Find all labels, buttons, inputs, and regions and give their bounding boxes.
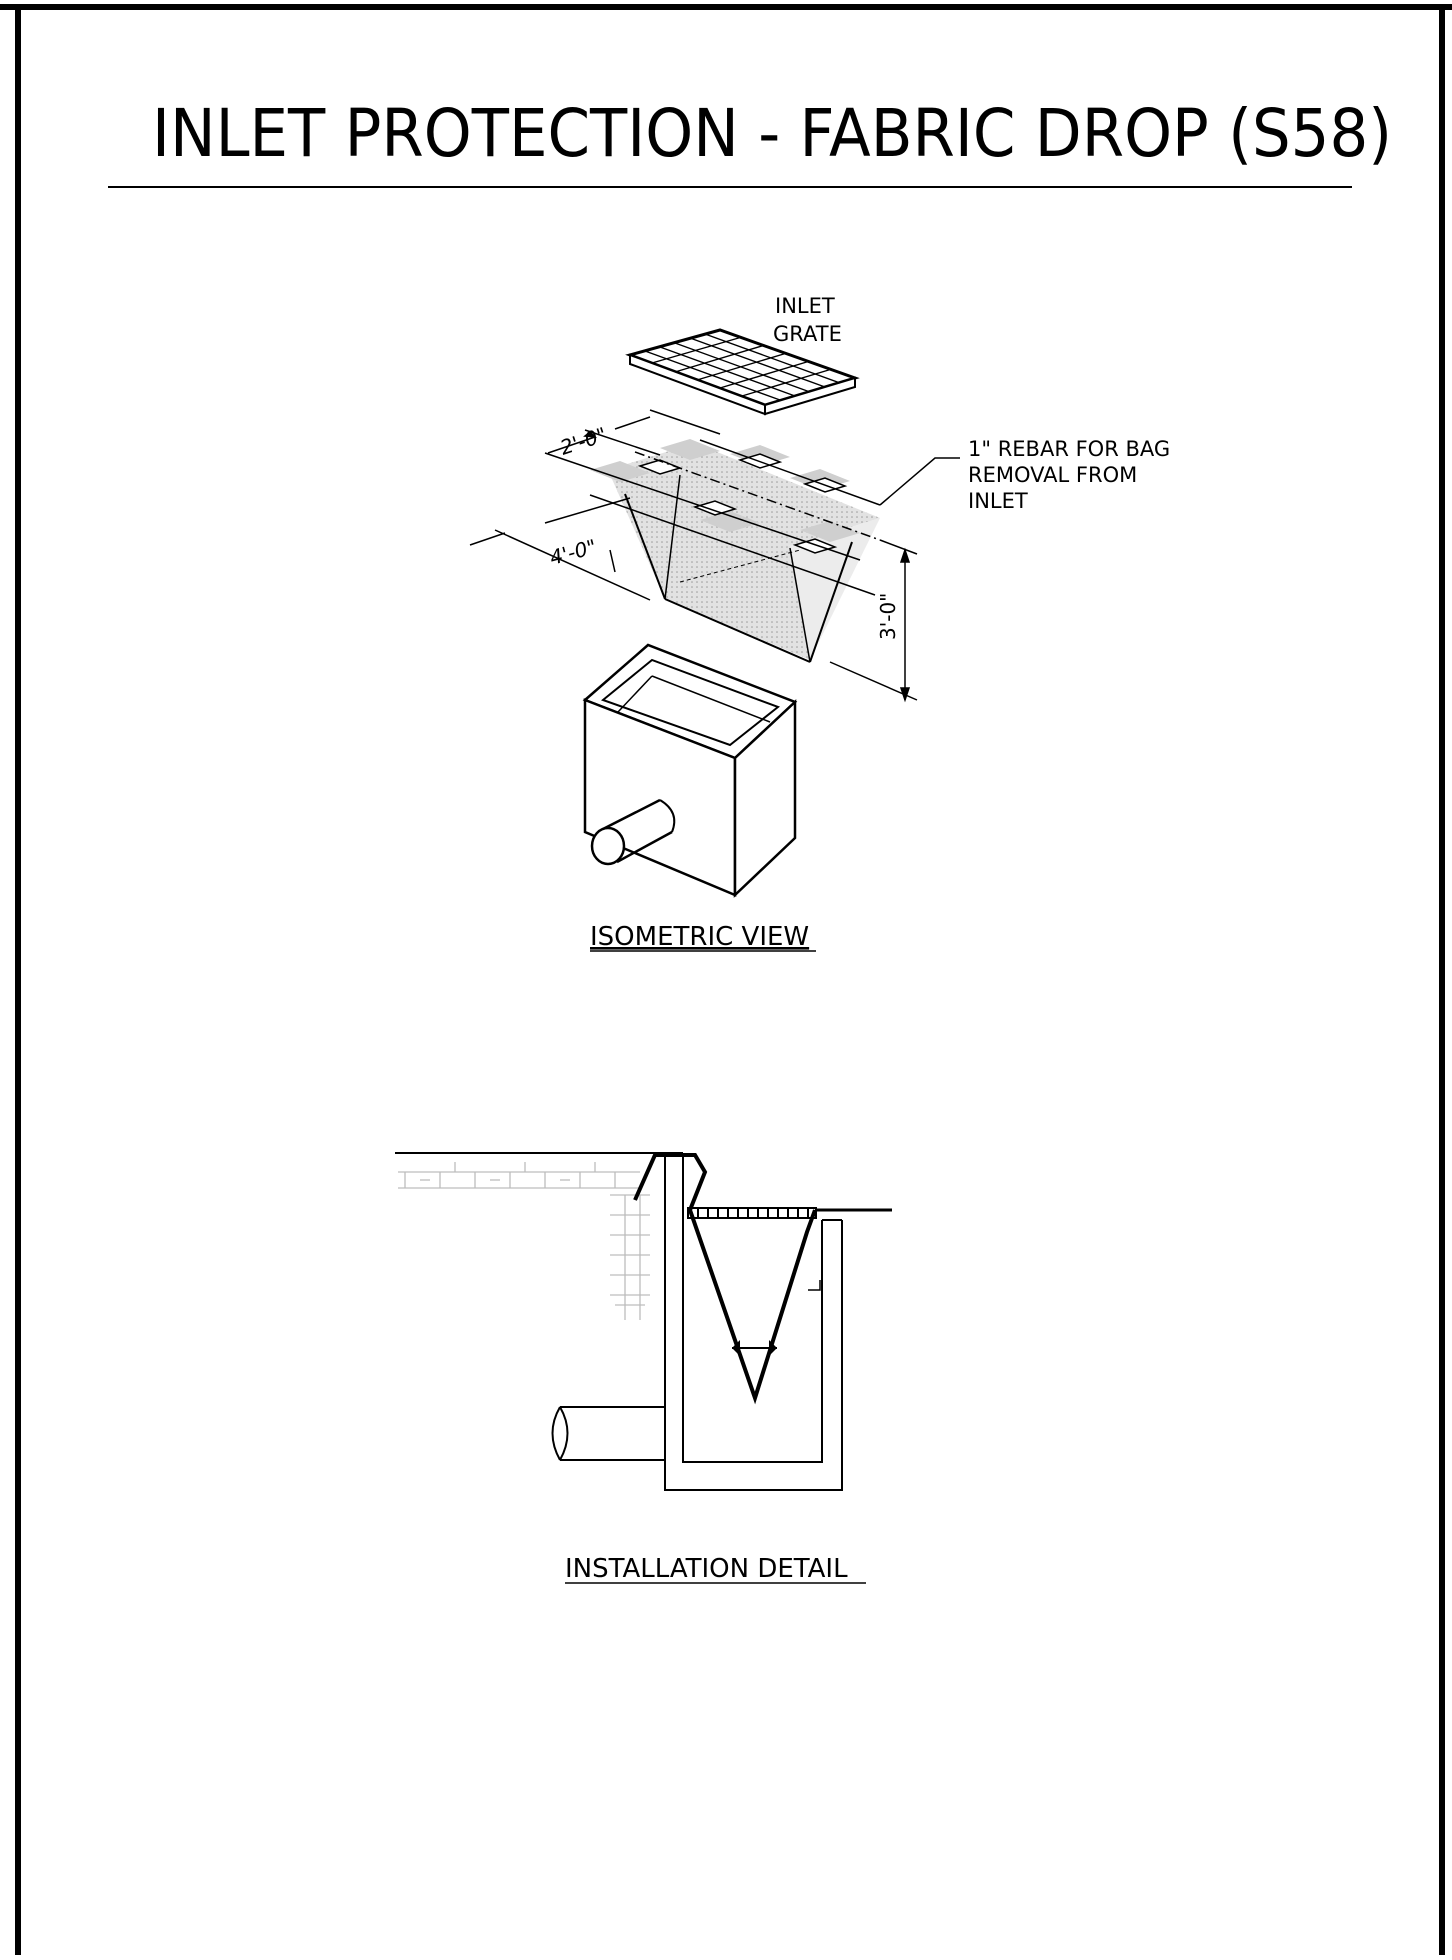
dim-width	[547, 409, 721, 456]
outlet-pipe-icon	[551, 1406, 665, 1461]
rebar-label-line3: INLET	[968, 489, 1028, 513]
grate-label-line2: GRATE	[773, 322, 842, 346]
isometric-labels: INLET GRATE 1" REBAR FOR BAG REMOVAL FRO…	[547, 294, 1170, 952]
drawing-title: INLET PROTECTION - FABRIC DROP (S58)	[152, 95, 1392, 172]
dim-depth-label: 3'-0"	[876, 593, 900, 640]
fabric-bag	[544, 439, 881, 663]
dim-length	[469, 497, 651, 601]
inlet-structure	[664, 1152, 843, 1491]
dim-depth	[829, 539, 918, 703]
grate-section	[687, 1207, 817, 1219]
sheet-border	[0, 4, 1452, 1955]
installation-detail	[395, 1152, 892, 1491]
isometric-view	[469, 328, 960, 898]
fabric-bag-section	[633, 1153, 821, 1405]
rebar-label-line2: REMOVAL FROM	[968, 463, 1137, 487]
dim-length-label: 4'-0"	[547, 534, 599, 569]
isometric-caption: ISOMETRIC VIEW	[590, 922, 809, 952]
soil-hatch	[398, 1162, 650, 1320]
inlet-grate-icon	[625, 328, 860, 416]
inlet-box-icon	[582, 643, 798, 898]
rebar-label-line1: 1" REBAR FOR BAG	[968, 437, 1170, 461]
grate-label-line1: INLET	[775, 294, 835, 318]
installation-caption: INSTALLATION DETAIL	[565, 1554, 848, 1584]
dim-width-label: 2'-0"	[557, 422, 609, 459]
